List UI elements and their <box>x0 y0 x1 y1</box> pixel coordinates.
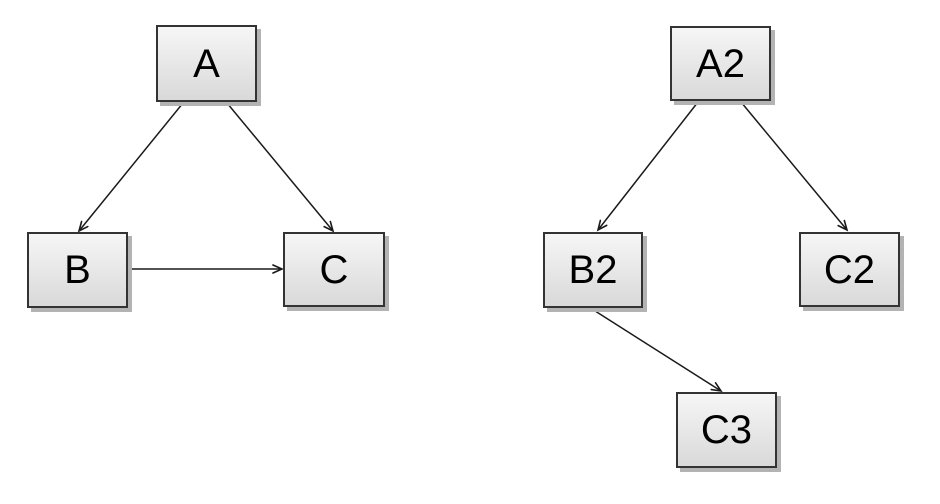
node-label-A: A <box>193 41 220 86</box>
edge-A-B <box>77 102 184 233</box>
edge-B2-C3 <box>591 308 723 393</box>
edge-A2-B2 <box>596 101 699 232</box>
edge-A-C <box>226 102 335 233</box>
node-B2[interactable]: B2 <box>543 232 643 308</box>
node-C3[interactable]: C3 <box>676 392 777 468</box>
edge-group <box>77 101 849 393</box>
node-A[interactable]: A <box>156 25 257 102</box>
node-label-C: C <box>319 247 349 292</box>
node-label-B: B <box>64 248 91 292</box>
node-C2[interactable]: C2 <box>799 232 900 307</box>
node-label-B2: B2 <box>568 248 618 292</box>
edge-A2-C2 <box>740 101 849 232</box>
node-label-A2: A2 <box>696 41 745 86</box>
node-A2[interactable]: A2 <box>670 26 771 101</box>
node-label-C3: C3 <box>700 408 753 452</box>
node-B[interactable]: B <box>27 232 128 308</box>
node-label-C2: C2 <box>823 247 876 292</box>
node-C[interactable]: C <box>283 232 385 307</box>
